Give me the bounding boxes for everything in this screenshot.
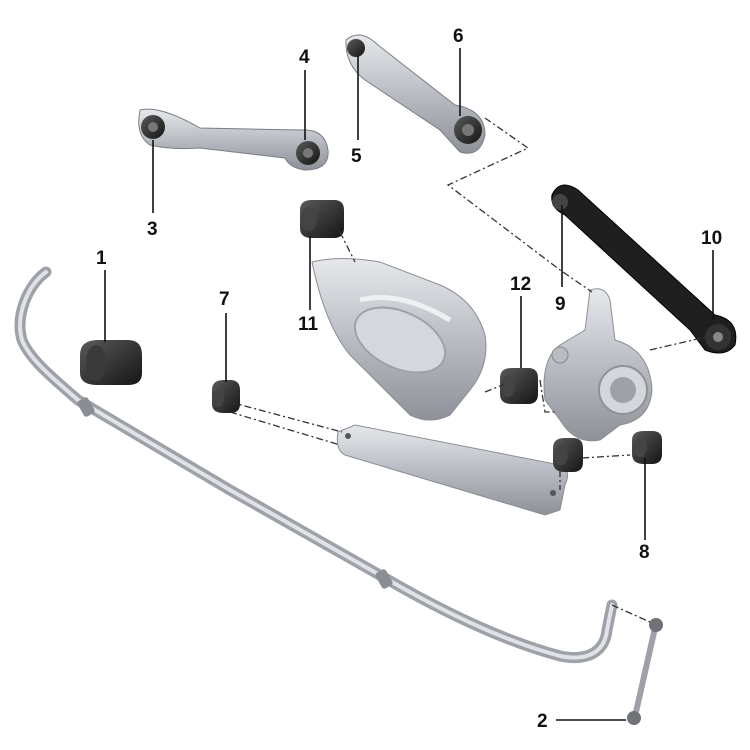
callout-4: 4 — [299, 47, 310, 68]
carrier-bushing-part — [553, 438, 583, 472]
wheel-carrier-part — [543, 288, 653, 442]
bushing-7-part — [212, 380, 240, 413]
stabilizer-bushing-part — [80, 340, 142, 385]
callout-12: 12 — [510, 274, 531, 295]
trailing-arm-part — [551, 184, 737, 354]
stabilizer-link-part — [611, 604, 663, 725]
callout-11: 11 — [298, 314, 319, 335]
lower-control-arm-part — [311, 258, 487, 421]
callout-6: 6 — [453, 26, 464, 47]
camber-arm-part — [345, 34, 486, 154]
callout-10: 10 — [701, 228, 722, 249]
bushing-8-part — [632, 431, 662, 464]
callout-8: 8 — [639, 542, 650, 563]
bushing-11-part — [300, 200, 344, 238]
callout-5: 5 — [351, 146, 362, 167]
callout-3: 3 — [147, 219, 158, 240]
leader-lines — [104, 48, 714, 721]
callout-1: 1 — [96, 248, 107, 269]
callout-7: 7 — [219, 289, 230, 310]
assembly-lines — [229, 117, 707, 490]
stabilizer-bar-part — [14, 266, 618, 663]
callout-2: 2 — [537, 711, 548, 732]
toe-link-part — [336, 424, 569, 516]
upper-control-arm-part — [138, 108, 329, 171]
bushing-12-part — [500, 368, 538, 404]
callout-9: 9 — [555, 294, 566, 315]
